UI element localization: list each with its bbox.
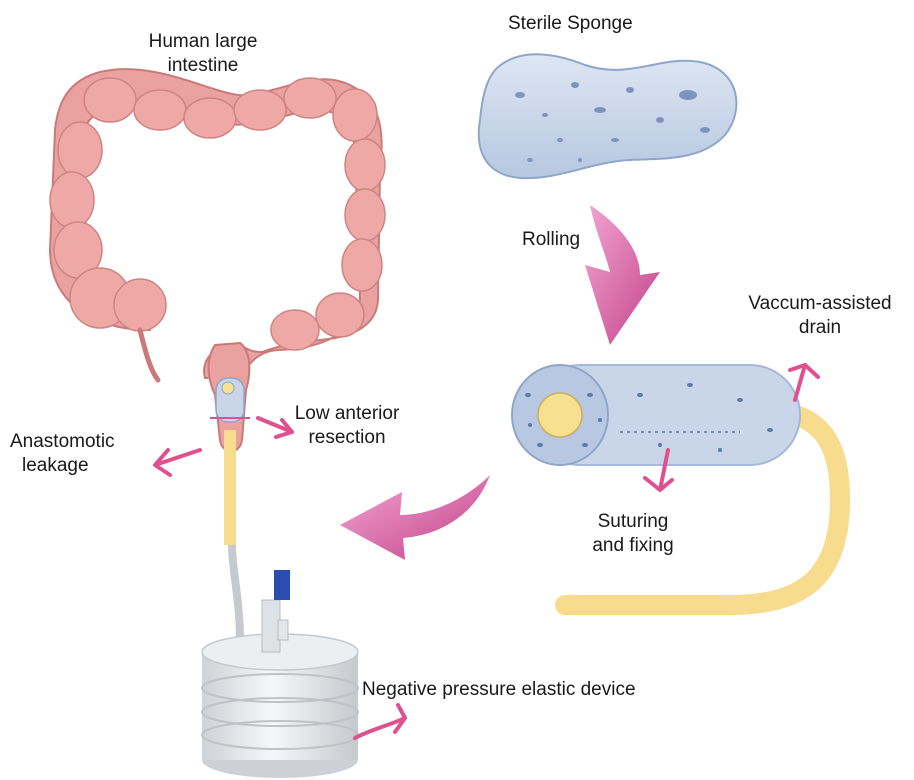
label-sterile-sponge: Sterile Sponge [508,12,633,36]
label-negative-pressure-device: Negative pressure elastic device [362,678,636,702]
rolled-sponge [512,365,840,605]
label-rolling: Rolling [522,228,580,252]
label-suturing-and-fixing: Suturing and fixing [578,510,688,558]
sterile-sponge [479,54,737,178]
label-vacuum-assisted-drain: Vaccum-assisted drain [735,292,905,340]
label-anastomotic-leakage: Anastomotic leakage [10,430,115,478]
label-low-anterior-resection: Low anterior resection [282,402,412,450]
drain-tube [224,430,240,640]
negative-pressure-device [202,570,358,778]
label-human-large-intestine: Human large intestine [128,30,278,78]
